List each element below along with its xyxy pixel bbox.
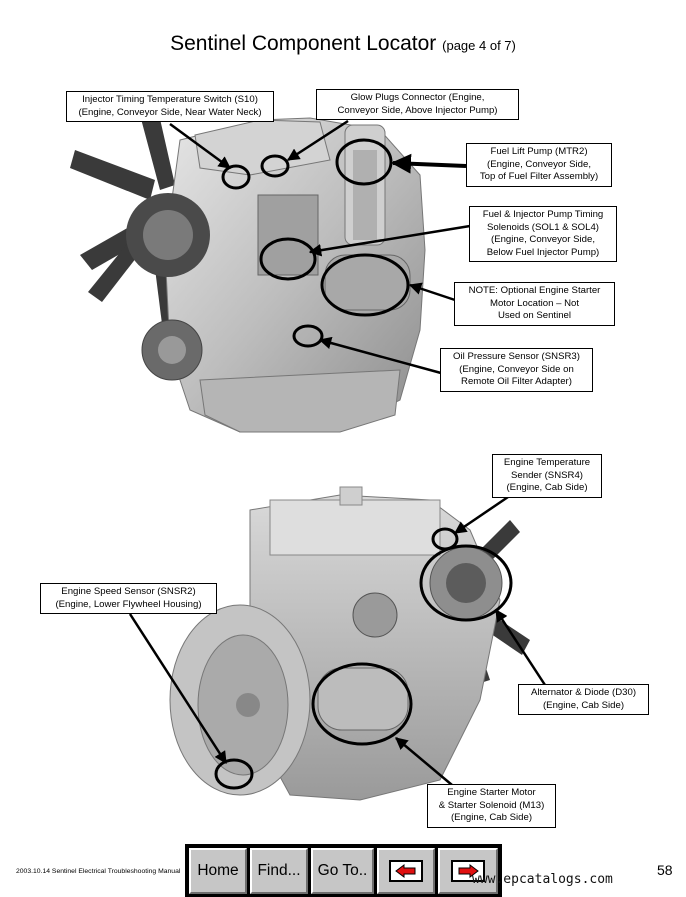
watermark: www.epcatalogs.com: [472, 872, 613, 887]
left-arrow-icon: [395, 864, 416, 878]
callout-engine-temp-sender: Engine Temperature Sender (SNSR4) (Engin…: [492, 454, 602, 498]
page-title-text: Sentinel Component Locator: [170, 32, 437, 55]
callout-alternator-diode: Alternator & Diode (D30) (Engine, Cab Si…: [518, 684, 649, 715]
page-subtitle: (page 4 of 7): [442, 38, 516, 53]
right-arrow-icon: [458, 864, 479, 878]
back-button[interactable]: [377, 848, 435, 894]
callout-engine-speed-sensor: Engine Speed Sensor (SNSR2) (Engine, Low…: [40, 583, 217, 614]
leader-lines: [128, 119, 547, 786]
callout-fuel-lift-pump: Fuel Lift Pump (MTR2) (Engine, Conveyor …: [466, 143, 612, 187]
manual-label: 2003.10.14 Sentinel Electrical Troublesh…: [16, 868, 181, 875]
callout-glow-plugs-connector: Glow Plugs Connector (Engine, Conveyor S…: [316, 89, 519, 120]
callout-starter-note: NOTE: Optional Engine Starter Motor Loca…: [454, 282, 615, 326]
bottom-engine-image: [169, 486, 530, 801]
page-title: Sentinel Component Locator (page 4 of 7): [0, 32, 686, 56]
callout-fuel-injector-solenoids: Fuel & Injector Pump Timing Solenoids (S…: [469, 206, 617, 262]
goto-button[interactable]: Go To..: [311, 848, 374, 894]
callout-oil-pressure-sensor: Oil Pressure Sensor (SNSR3) (Engine, Con…: [440, 348, 593, 392]
forward-button[interactable]: [438, 848, 498, 894]
callout-injector-timing-switch: Injector Timing Temperature Switch (S10)…: [66, 91, 274, 122]
find-button[interactable]: Find...: [250, 848, 308, 894]
top-engine-image: [70, 110, 426, 433]
page-number: 58: [657, 862, 673, 878]
nav-toolbar: Home Find... Go To..: [185, 844, 502, 897]
home-button[interactable]: Home: [189, 848, 247, 894]
callout-starter-motor-solenoid: Engine Starter Motor & Starter Solenoid …: [427, 784, 556, 828]
